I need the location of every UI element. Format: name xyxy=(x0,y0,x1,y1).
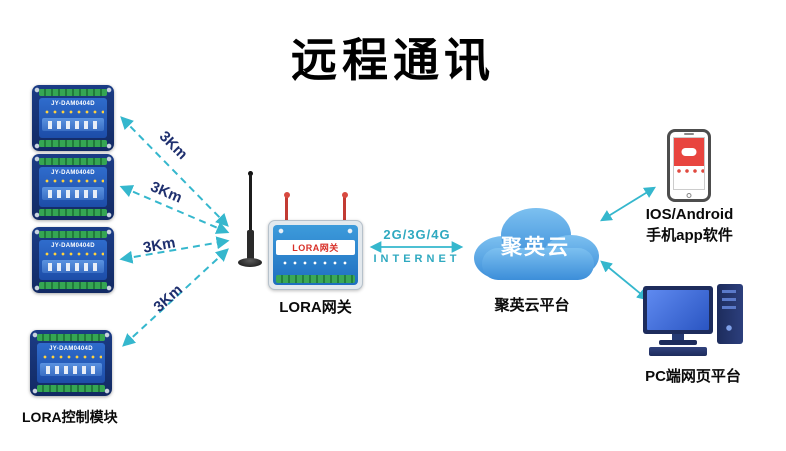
terminal-strip xyxy=(39,158,107,165)
pc-monitor-base xyxy=(659,340,697,345)
module-led-row xyxy=(42,252,104,256)
lora-gateway-device: LORA网关 xyxy=(268,220,363,290)
gateway-device-label: LORA网关 xyxy=(292,243,339,253)
distance-label-3: 3Km xyxy=(141,234,177,257)
antenna-lower-rod xyxy=(247,230,254,260)
phone-app-logo xyxy=(681,148,697,157)
cloud-platform: 聚英云 xyxy=(468,198,603,288)
module-body: JY-DAM0404D xyxy=(37,343,105,383)
link-label-bottom: INTERNET xyxy=(373,253,461,265)
phone-caption-line2: 手机app软件 xyxy=(646,227,733,244)
lora-module-device-3: JY-DAM0404D xyxy=(32,227,114,293)
pc-monitor-neck xyxy=(672,334,684,341)
lora-module-device-4: JY-DAM0404D xyxy=(30,330,112,396)
module-led-row xyxy=(42,110,104,114)
gateway-antenna xyxy=(238,171,262,274)
gateway-front-panel: LORA网关 xyxy=(273,225,358,285)
distance-label-4: 3Km xyxy=(150,281,187,316)
module-dip-panel xyxy=(42,118,104,131)
link-label-top: 2G/3G/4G xyxy=(383,227,451,242)
terminal-strip xyxy=(37,385,105,392)
module-model-text: JY-DAM0404D xyxy=(51,243,95,249)
page-title: 远程通讯 xyxy=(291,34,495,86)
gateway-terminal-strip xyxy=(276,275,355,283)
pc-screen xyxy=(647,290,709,330)
pc-monitor xyxy=(643,286,713,334)
phone-screen xyxy=(673,137,705,190)
lora-module-device-2: JY-DAM0404D xyxy=(32,154,114,220)
module-model-text: JY-DAM0404D xyxy=(51,101,95,107)
module-body: JY-DAM0404D xyxy=(39,167,107,207)
gateway-small-antenna-right xyxy=(341,192,348,222)
terminal-strip xyxy=(39,89,107,96)
module-dip-panel xyxy=(40,363,102,376)
gateway-name-band: LORA网关 xyxy=(276,240,355,255)
phone-app-body xyxy=(674,166,704,189)
distance-label-2: 3Km xyxy=(147,178,185,207)
terminal-strip xyxy=(39,231,107,238)
gateway-caption: LORA网关 xyxy=(279,299,352,316)
terminal-strip xyxy=(37,334,105,341)
module-dip-panel xyxy=(42,260,104,273)
phone-home-button xyxy=(686,193,692,198)
gateway-led-row xyxy=(283,261,348,265)
module-dip-panel xyxy=(42,187,104,200)
smartphone-device xyxy=(667,129,711,202)
desktop-pc-device xyxy=(643,284,743,358)
module-led-row xyxy=(42,179,104,183)
cloud-caption: 聚英云平台 xyxy=(494,297,570,314)
module-body: JY-DAM0404D xyxy=(39,240,107,280)
module-led-row xyxy=(40,355,102,359)
module-model-text: JY-DAM0404D xyxy=(49,346,93,352)
cloud-shape xyxy=(474,208,599,280)
module-model-text: JY-DAM0404D xyxy=(51,170,95,176)
arrow-cloud-pc xyxy=(600,260,649,301)
antenna-tip xyxy=(248,171,253,176)
phone-caption-line1: IOS/Android xyxy=(645,206,734,223)
pc-keyboard xyxy=(649,347,707,356)
phone-speaker xyxy=(684,133,694,135)
terminal-strip xyxy=(39,282,107,289)
pc-caption: PC端网页平台 xyxy=(645,368,741,385)
phone-app-header xyxy=(674,138,704,167)
cloud-name-text: 聚英云 xyxy=(501,236,570,259)
modules-caption: LORA控制模块 xyxy=(22,409,118,425)
distance-label-1: 3Km xyxy=(155,127,191,164)
terminal-strip xyxy=(39,209,107,216)
lora-module-device-1: JY-DAM0404D xyxy=(32,85,114,151)
antenna-rod xyxy=(249,174,252,234)
antenna-base xyxy=(238,258,262,267)
pc-tower xyxy=(717,284,743,344)
terminal-strip xyxy=(39,140,107,147)
module-body: JY-DAM0404D xyxy=(39,98,107,138)
gateway-small-antenna-left xyxy=(283,192,290,222)
